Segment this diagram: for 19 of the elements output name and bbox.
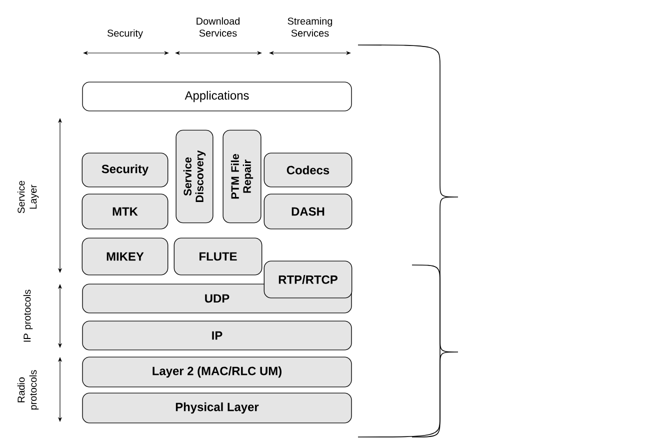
protocol-box: PTM File Repair xyxy=(222,130,262,224)
column-heading: Download Services xyxy=(196,17,240,37)
layer-box: Layer 2 (MAC/RLC UM) xyxy=(82,356,352,388)
layer-box: Applications xyxy=(82,82,352,112)
layer-box: Codecs xyxy=(264,152,352,188)
layer-box: MIKEY xyxy=(82,238,168,276)
row-heading: Radio protocols xyxy=(17,370,39,410)
row-heading: IP protocols xyxy=(23,290,33,342)
layer-box: MTK xyxy=(82,194,168,230)
layer-box: DASH xyxy=(264,194,352,230)
column-heading: Security xyxy=(107,29,143,39)
layer-box: RTP/RTCP xyxy=(264,260,352,298)
layer-box: Security xyxy=(82,152,168,188)
layer-box: IP xyxy=(82,320,352,350)
protocol-box: Service Discovery xyxy=(176,130,214,224)
column-heading: Streaming Services xyxy=(288,17,332,37)
layer-box: Physical Layer xyxy=(82,392,352,424)
row-heading: Service Layer xyxy=(17,180,39,214)
layer-box: FLUTE xyxy=(174,238,262,276)
